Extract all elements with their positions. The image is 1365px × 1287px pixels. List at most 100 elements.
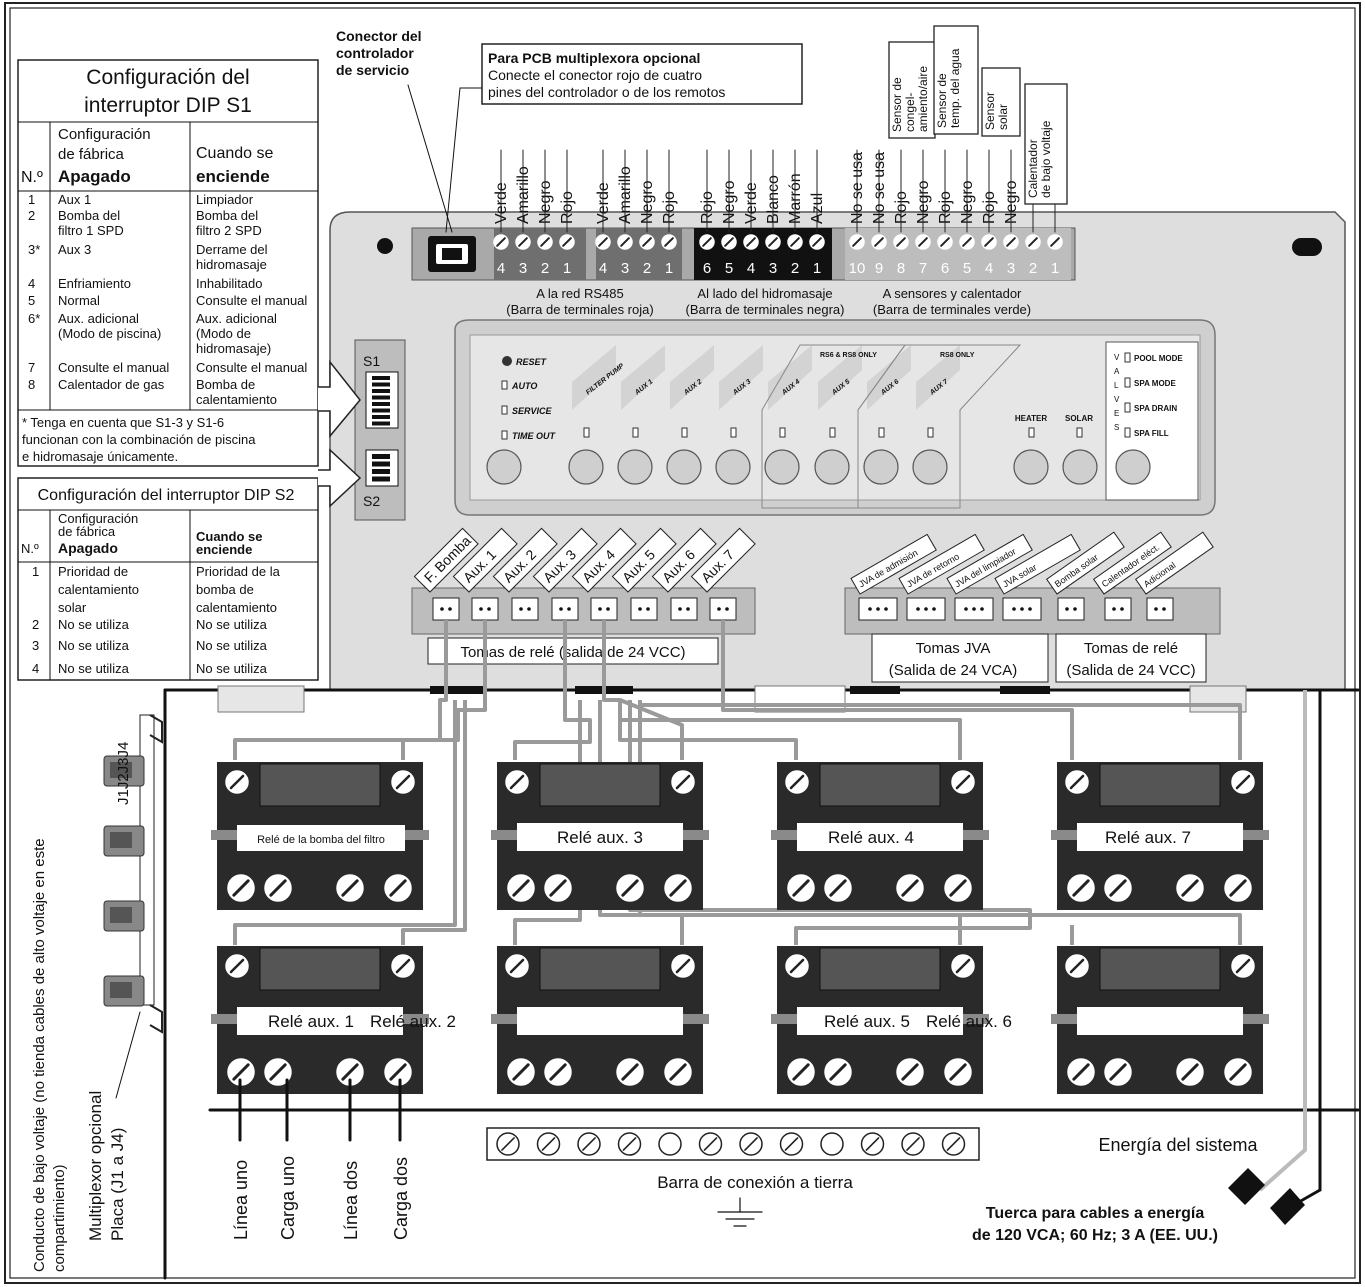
relay-socket-tag-box <box>611 527 677 593</box>
relay-label-box <box>797 1007 963 1035</box>
heater-label-box <box>1024 83 1068 205</box>
screw-slot <box>395 774 411 790</box>
label-line: amiento/aire <box>916 66 930 132</box>
relay-label-box <box>237 1007 403 1035</box>
label-line: Apagado <box>58 167 131 186</box>
socket-pin <box>606 607 610 611</box>
label-line: Relé de la bomba del filtro <box>257 834 385 846</box>
channel-led <box>829 427 836 438</box>
ground-screw <box>658 1132 682 1156</box>
relay-wire <box>721 620 1074 760</box>
dip-s1-row-no: 5 <box>28 293 35 308</box>
screw-slot <box>512 879 530 897</box>
mode-led <box>1124 427 1131 438</box>
channel-button <box>912 449 948 485</box>
channel-led <box>681 427 688 438</box>
dip-switch-area <box>354 339 406 521</box>
label-line: SERVICE <box>512 406 553 416</box>
screw-slot <box>1229 1063 1247 1081</box>
label-line: Relé aux. 4 <box>828 828 914 847</box>
relay-socket <box>432 597 460 621</box>
label-line: Bomba del <box>196 208 258 223</box>
s2-switch-toggle <box>372 469 390 474</box>
label-line: 4 <box>747 260 755 277</box>
label-line: Prioridad de <box>58 564 128 579</box>
freeze-sensor-label: Sensor decongel-amiento/aire <box>890 66 930 132</box>
label-line: 4 <box>28 276 35 291</box>
label-line: Consulte el manual <box>196 293 307 308</box>
screw-slot <box>940 237 950 247</box>
status-reset: RESET <box>516 357 548 367</box>
dip-s2-row-off: No se utiliza <box>58 661 130 676</box>
socket-pin <box>638 607 642 611</box>
socket-pin <box>567 607 571 611</box>
label-line: Consulte el manual <box>58 360 169 375</box>
label-line: Relé aux. 7 <box>1105 828 1191 847</box>
mode-label: SPA FILL <box>1134 429 1169 438</box>
label-line: 3 <box>519 260 527 277</box>
label-line: 3 <box>769 260 777 277</box>
screw-slot <box>1069 958 1085 974</box>
screw-slot <box>955 958 971 974</box>
channel-led <box>878 427 885 438</box>
socket-pin <box>1120 607 1124 611</box>
relay-aux1-label: Relé aux. 1 <box>268 1012 354 1031</box>
label-line: Limpiador <box>196 192 254 207</box>
jva-tag-box <box>994 533 1081 595</box>
label-line: de 120 VCA; 60 Hz; 3 A (EE. UU.) <box>972 1227 1218 1244</box>
channel-led <box>927 427 934 438</box>
socket-pin <box>916 607 920 611</box>
screw-slot <box>509 774 525 790</box>
label-line: POOL MODE <box>1134 354 1183 363</box>
screw-slot <box>620 237 630 247</box>
relay-label-box <box>1077 1007 1243 1035</box>
line-load-label: Línea dos <box>341 1161 361 1240</box>
cable-bracket <box>217 685 305 713</box>
label-line: Inhabilitado <box>196 276 263 291</box>
s1-switch-toggle <box>372 408 390 413</box>
relay-wire <box>620 718 962 760</box>
screw-slot <box>269 1063 287 1081</box>
label-line: de fábrica <box>58 146 125 163</box>
screw-slot <box>669 879 687 897</box>
terminal-caption-green: A sensores y calentador(Barra de termina… <box>873 286 1031 317</box>
terminal-number: 10 <box>849 260 866 277</box>
label-line: solar <box>58 600 87 615</box>
relay-label-box <box>1077 823 1243 851</box>
label-line: Relé aux. 1 <box>268 1012 354 1031</box>
status-label: TIME OUT <box>512 431 556 441</box>
screw-slot <box>582 1137 596 1151</box>
cable-clamp <box>1000 686 1050 694</box>
relay2-tag-box <box>1092 531 1172 595</box>
reset-button <box>486 449 522 485</box>
power-wire-gray <box>1258 690 1307 1192</box>
mux-connector-pins <box>110 907 132 923</box>
s1-switch-toggle <box>372 376 390 380</box>
label-line: Relé aux. 2 <box>370 1012 456 1031</box>
label-line: Barra de conexión a tierra <box>657 1173 853 1192</box>
screw-slot <box>549 879 567 897</box>
terminal-number: 3 <box>621 260 629 277</box>
label-line: RS6 & RS8 ONLY <box>820 352 877 359</box>
heater-button <box>1013 449 1049 485</box>
terminal-number: 5 <box>963 260 971 277</box>
label-line: bomba de <box>196 582 254 597</box>
terminal-number: 4 <box>497 260 505 277</box>
dip-s2-box <box>17 477 319 681</box>
dip-s1-row-off: Consulte el manual <box>58 360 169 375</box>
label-line: 8 <box>28 377 35 392</box>
mux-board <box>139 714 155 1006</box>
dip-s2-row-no: 3 <box>32 638 39 653</box>
label-line: hidromasaje) <box>196 341 271 356</box>
solar-sensor-label-box <box>981 67 1021 137</box>
label-line: (Modo de <box>196 326 251 341</box>
label-line: 7 <box>28 360 35 375</box>
screw-slot <box>949 879 967 897</box>
label-line: Conector del <box>336 28 422 44</box>
multiplexer-leader <box>445 87 461 233</box>
label-line: 2 <box>1029 260 1037 277</box>
relay-socket <box>511 597 539 621</box>
dip-s1-row-no: 3* <box>28 242 40 257</box>
screw-slot <box>1072 1063 1090 1081</box>
